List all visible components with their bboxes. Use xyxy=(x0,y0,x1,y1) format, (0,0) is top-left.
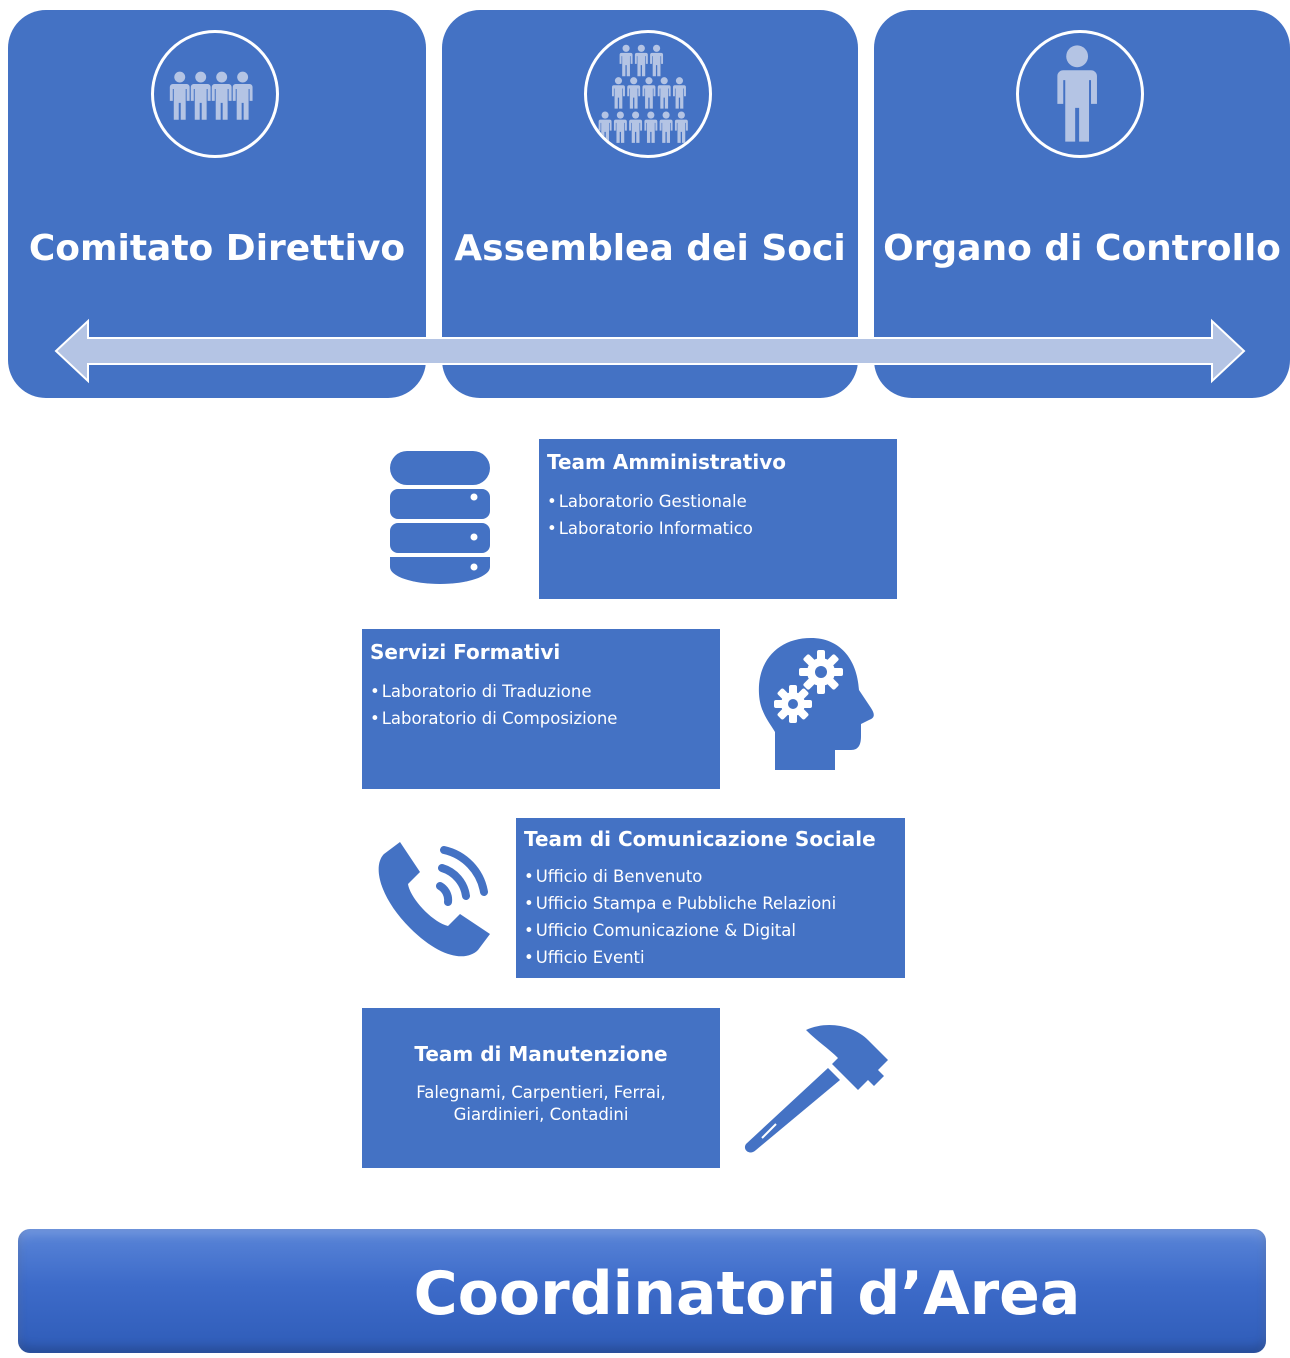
list-item: Laboratorio di Traduzione xyxy=(370,678,712,705)
team-amministrativo-box: Team Amministrativo Laboratorio Gestiona… xyxy=(539,439,897,599)
list-item: Ufficio di Benvenuto xyxy=(524,863,897,890)
servizi-formativi-title: Servizi Formativi xyxy=(370,640,561,664)
comitato-direttivo-title: Comitato Direttivo xyxy=(28,228,406,269)
team-manutenzione-description: Falegnami, Carpentieri, Ferrai, Giardini… xyxy=(416,1083,666,1124)
team-amministrativo-title: Team Amministrativo xyxy=(547,450,786,474)
database-icon xyxy=(390,451,490,585)
organo-di-controllo-title: Organo di Controllo xyxy=(883,228,1281,269)
team-manutenzione-box: Team di Manutenzione Falegnami, Carpenti… xyxy=(362,1008,720,1168)
double-headed-arrow xyxy=(54,318,1246,384)
phone-ringing-icon xyxy=(370,836,496,962)
servizi-formativi-box: Servizi Formativi Laboratorio di Traduzi… xyxy=(362,629,720,789)
single-person-icon xyxy=(1016,30,1144,158)
list-item: Ufficio Eventi xyxy=(524,944,897,971)
team-comunicazione-sociale-title: Team di Comunicazione Sociale xyxy=(524,827,876,851)
list-item: Ufficio Comunicazione & Digital xyxy=(524,917,897,944)
list-item: Laboratorio Gestionale xyxy=(547,488,889,515)
head-gears-icon xyxy=(755,636,877,772)
coordinatori-area-bar: Coordinatori d’Area xyxy=(18,1229,1266,1353)
team-comunicazione-sociale-box: Team di Comunicazione Sociale Ufficio di… xyxy=(516,818,905,978)
assemblea-dei-soci-box: Assemblea dei Soci xyxy=(442,10,858,398)
assemblea-dei-soci-title: Assemblea dei Soci xyxy=(454,228,846,269)
coordinatori-area-title: Coordinatori d’Area xyxy=(413,1259,1081,1329)
hammer-icon xyxy=(736,1020,896,1160)
crowd-of-people-icon xyxy=(584,30,712,158)
list-item: Laboratorio di Composizione xyxy=(370,705,712,732)
list-item: Ufficio Stampa e Pubbliche Relazioni xyxy=(524,890,897,917)
group-of-four-people-icon xyxy=(151,30,279,158)
list-item: Laboratorio Informatico xyxy=(547,515,889,542)
team-manutenzione-title: Team di Manutenzione xyxy=(414,1042,668,1066)
